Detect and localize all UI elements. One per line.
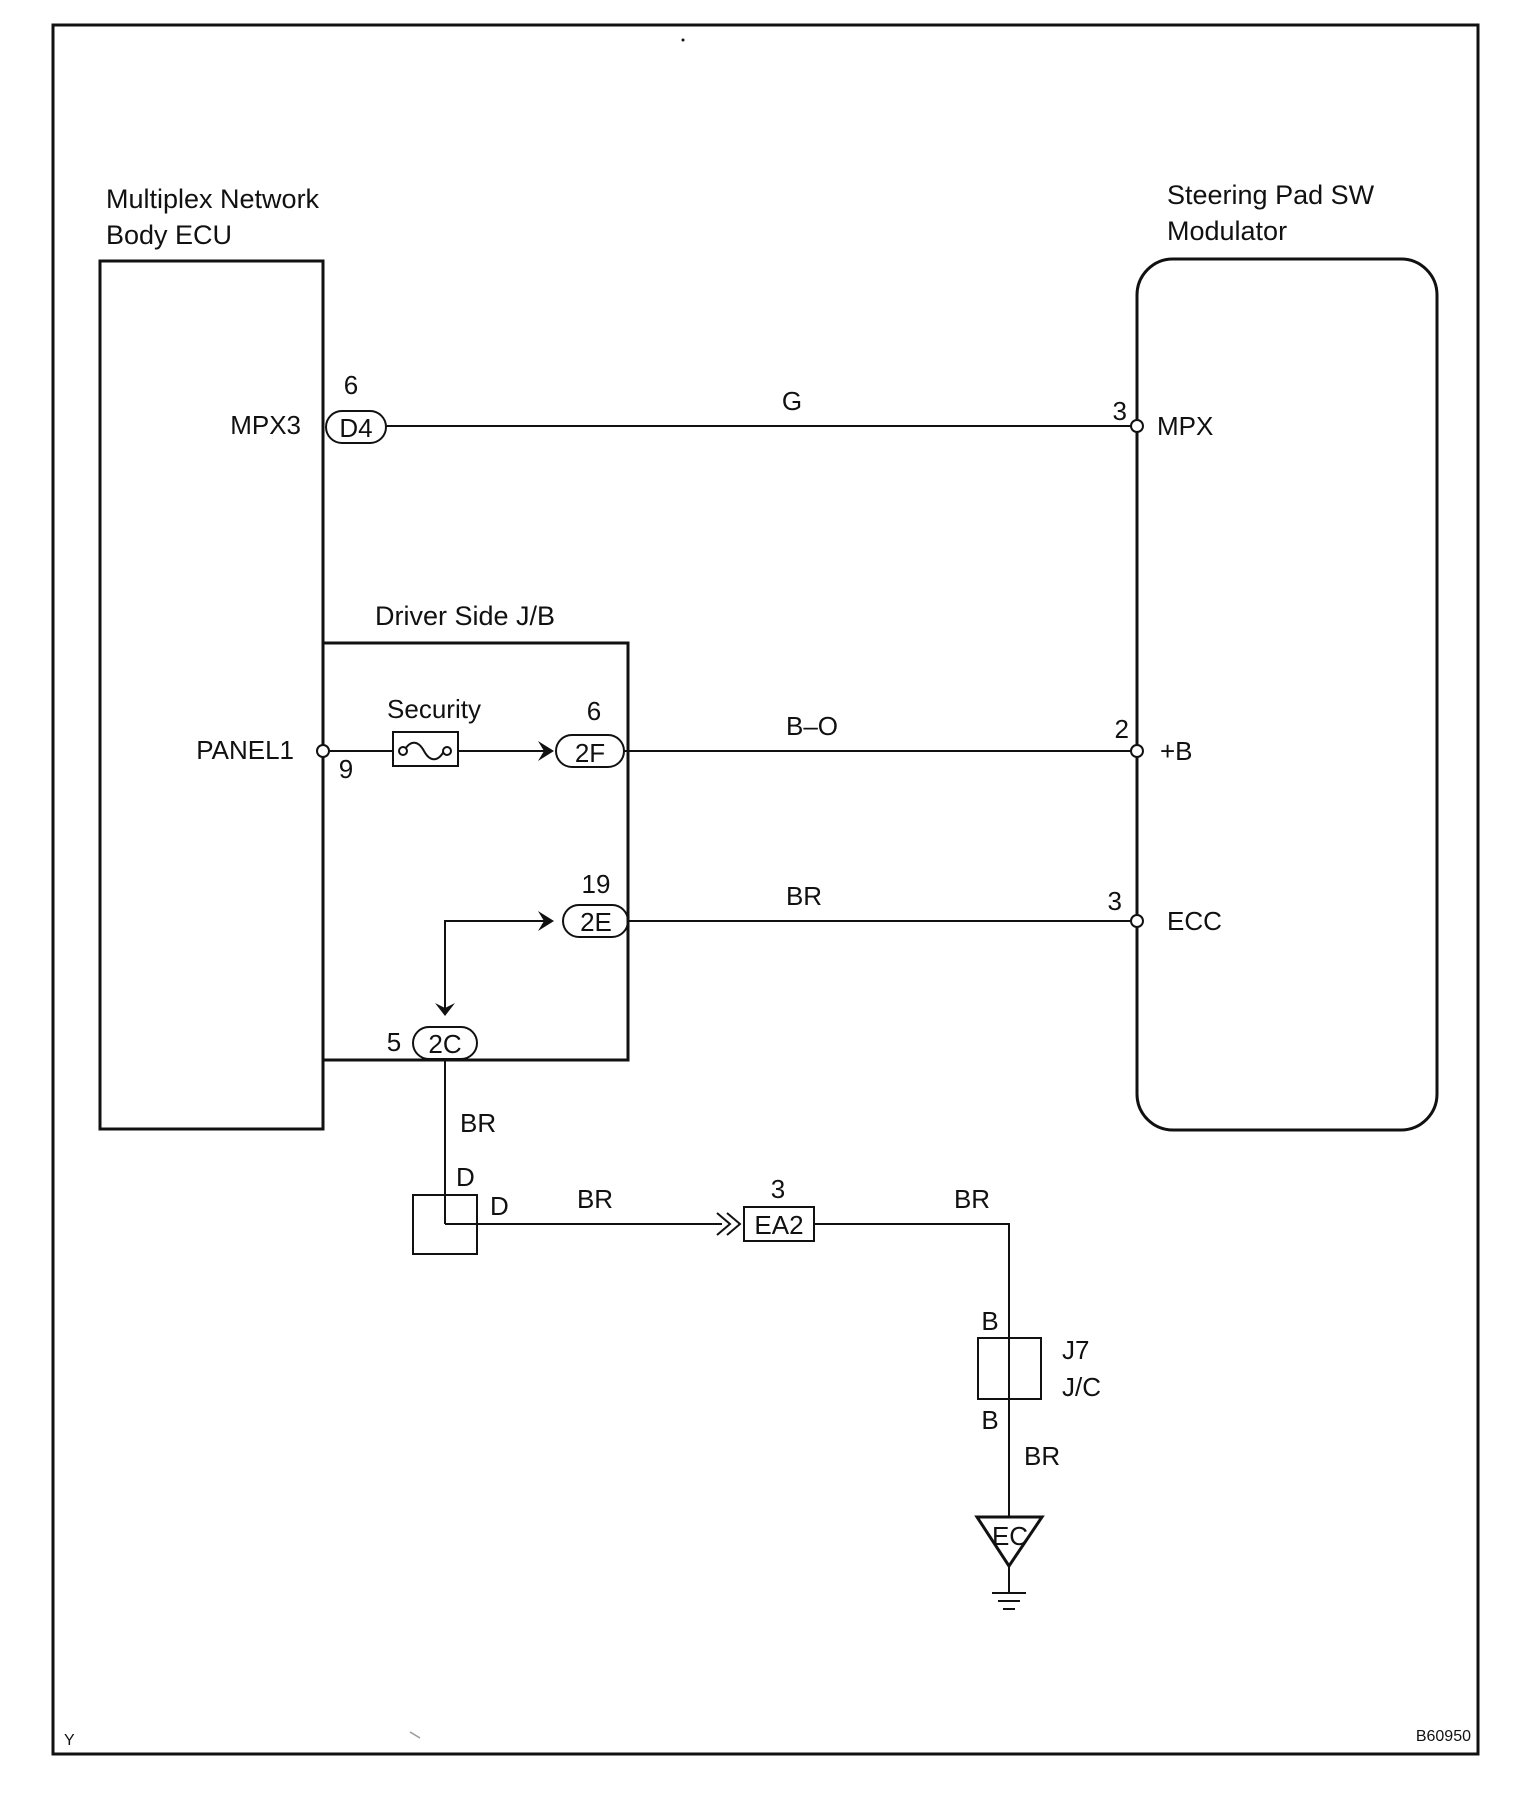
pin-label-mpx3: MPX3: [230, 410, 301, 440]
corner-label-right: B60950: [1416, 1728, 1471, 1745]
fuse-terminal-right: [442, 746, 452, 756]
driver-side-jb: Driver Side J/B: [323, 601, 630, 1062]
pin-label-ecc: ECC: [1167, 906, 1222, 936]
j7-code: J7: [1062, 1335, 1089, 1365]
wire-power: 9 Security 2F 6 B–O 2: [316, 694, 1144, 784]
wire-ea2-to-j7-color: BR: [954, 1184, 990, 1214]
connector-ea2-code: EA2: [754, 1210, 803, 1240]
splice-d-top-label: D: [456, 1162, 475, 1192]
connector-2c: 2C 5: [387, 1003, 478, 1060]
connector-ea2-pin: 3: [771, 1174, 785, 1204]
wire-mpx: D4 6 G 3: [325, 370, 1144, 444]
fuse-label: Security: [387, 694, 481, 724]
modulator-pin-b-dot: [1130, 744, 1144, 758]
modulator-pin-b-number: 2: [1115, 714, 1129, 744]
connector-d4-pin: 6: [344, 370, 358, 400]
jb-label: Driver Side J/B: [375, 601, 555, 631]
connector-2e-code: 2E: [580, 907, 612, 937]
wire-ecc: 2E 19 BR 3: [444, 869, 1144, 1010]
pin-label-b: +B: [1160, 736, 1193, 766]
steering-pad-modulator: Steering Pad SW Modulator MPX +B ECC: [1135, 180, 1439, 1132]
fuse-security-box: [392, 731, 459, 767]
wire-ecc-color: BR: [786, 881, 822, 911]
connector-2f-pin: 6: [587, 696, 601, 726]
fuse-terminal-left: [398, 746, 408, 756]
junction-connector-j7: B B J7 J/C BR: [977, 1306, 1101, 1517]
connector-2c-arrow-icon: [435, 1003, 455, 1016]
ecu-pin-panel1-number: 9: [339, 754, 353, 784]
connector-2c-code: 2C: [428, 1029, 461, 1059]
modulator-title-line2: Modulator: [1167, 216, 1287, 246]
ground-ec: EC: [974, 1515, 1045, 1610]
ground-ec-label: EC: [992, 1521, 1028, 1551]
corner-label-left: Y: [64, 1732, 75, 1749]
fuse-symbol-icon: [403, 741, 445, 761]
modulator-title-line1: Steering Pad SW: [1167, 180, 1375, 210]
ecu-pin-panel1-dot: [316, 744, 330, 758]
modulator-box: [1135, 257, 1439, 1132]
pin-label-panel1: PANEL1: [196, 735, 294, 765]
wire-d-to-ea2-color: BR: [577, 1184, 613, 1214]
ground-ec-triangle: [974, 1515, 1045, 1569]
modulator-pin-mpx-dot: [1130, 419, 1144, 433]
splice-d-side-label: D: [490, 1191, 509, 1221]
connector-2e-arrow-icon: [538, 911, 554, 931]
connector-2c-pin: 5: [387, 1027, 401, 1057]
modulator-pin-ecc-number: 3: [1108, 886, 1122, 916]
connector-ea2-arrow-icon: [716, 1212, 742, 1236]
wire-j7-to-ground-color: BR: [1024, 1441, 1060, 1471]
jb-outline: [323, 641, 630, 1062]
pin-label-mpx: MPX: [1157, 411, 1213, 441]
wire-ground-path: BR D D BR EA2 3 BR: [412, 1059, 1010, 1338]
modulator-pin-mpx-number: 3: [1113, 396, 1127, 426]
body-ecu-title-line2: Body ECU: [106, 220, 232, 250]
body-ecu-box: [98, 259, 325, 1131]
modulator-pin-ecc-dot: [1130, 914, 1144, 928]
connector-d4-shape: [325, 410, 387, 444]
connector-2e-pin: 19: [582, 869, 611, 899]
j7-pin-bottom: B: [981, 1405, 998, 1435]
j7-pin-top: B: [981, 1306, 998, 1336]
wire-ea2-to-j7: [814, 1223, 1010, 1338]
diagram-frame: [51, 23, 1480, 1756]
body-ecu-title-line1: Multiplex Network: [106, 184, 320, 214]
body-ecu: Multiplex Network Body ECU MPX3 PANEL1: [98, 184, 325, 1131]
connector-d4-code: D4: [339, 413, 372, 443]
wire-2c-down-color: BR: [460, 1108, 496, 1138]
top-speck: [681, 38, 685, 42]
j7-label: J/C: [1062, 1372, 1101, 1402]
wire-2c-to-2e: [444, 920, 552, 1010]
wire-mpx-color: G: [782, 386, 802, 416]
connector-2f-arrow-icon: [538, 741, 554, 761]
stray-mark: [409, 1731, 421, 1739]
wire-power-color: B–O: [786, 711, 838, 741]
connector-2f-code: 2F: [575, 738, 605, 768]
